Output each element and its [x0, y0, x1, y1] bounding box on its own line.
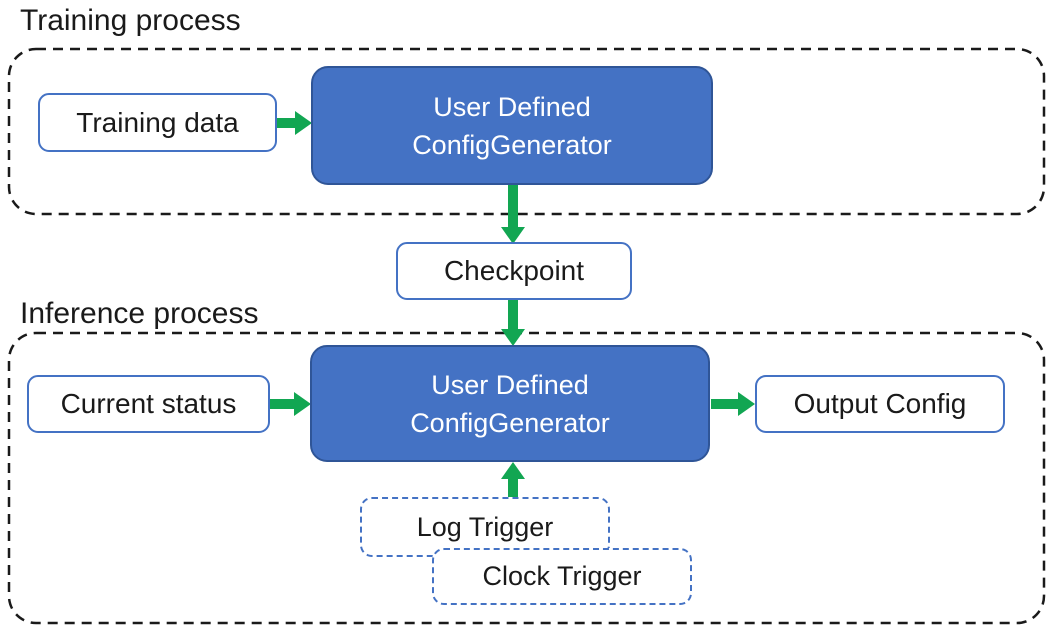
training-generator-line1: User Defined [433, 91, 591, 122]
arrow-checkpoint-to-generator [501, 300, 525, 346]
clock-trigger-box: Clock Trigger [432, 548, 692, 605]
arrow-generator-to-output-config [711, 392, 755, 416]
inference-process-container [7, 331, 1046, 625]
training-generator-line2: ConfigGenerator [412, 129, 612, 160]
training-process-title: Training process [20, 4, 241, 37]
arrow-generator-to-checkpoint [501, 185, 525, 244]
arrow-training-data-to-generator [277, 111, 312, 135]
inference-process-title: Inference process [20, 297, 259, 330]
training-process-container [7, 47, 1046, 216]
inference-config-generator-box: User Defined ConfigGenerator [310, 345, 710, 462]
training-data-box: Training data [38, 93, 277, 152]
inference-generator-line1: User Defined [431, 369, 589, 400]
current-status-box: Current status [27, 375, 270, 433]
training-config-generator-box: User Defined ConfigGenerator [311, 66, 713, 185]
arrow-current-status-to-generator [270, 392, 311, 416]
checkpoint-box: Checkpoint [396, 242, 632, 300]
inference-generator-line2: ConfigGenerator [410, 407, 610, 438]
arrow-triggers-to-generator [501, 462, 525, 497]
output-config-box: Output Config [755, 375, 1005, 433]
